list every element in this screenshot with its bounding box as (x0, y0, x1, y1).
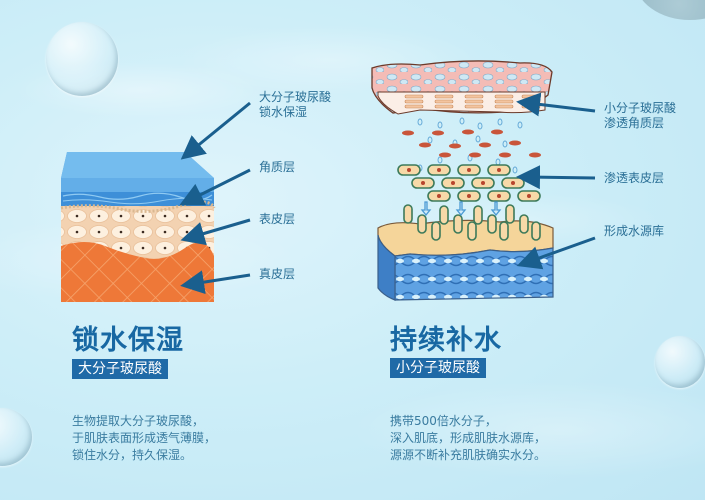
callout-water-reservoir: 形成水源库 (604, 224, 665, 238)
callout-large-ha-lock: 大分子玻尿酸 锁水保湿 (259, 90, 331, 120)
red-cell-particles (402, 129, 541, 158)
callout-line: 锁水保湿 (259, 105, 308, 119)
moisture-lock-skin-block (60, 152, 216, 302)
description-line: 携带500倍水分子， (390, 414, 497, 428)
bubble-decoration (46, 22, 118, 96)
description-line: 深入肌底，形成肌肤水源库， (390, 431, 547, 445)
continuous-hydration-description: 携带500倍水分子， 深入肌底，形成肌肤水源库， 源源不断补充肌肤确实水分。 (390, 413, 546, 464)
hyaluronic-molecules (417, 117, 523, 174)
callout-line: 小分子玻尿酸 (604, 101, 677, 115)
description-line: 源源不断补充肌肤确实水分。 (390, 448, 547, 462)
moisture-lock-description: 生物提取大分子玻尿酸， 于肌肤表面形成透气薄膜， 锁住水分，持久保湿。 (72, 413, 216, 464)
callout-stratum-corneum: 角质层 (259, 160, 296, 174)
callout-dermis: 真皮层 (259, 267, 296, 281)
description-line: 生物提取大分子玻尿酸， (72, 414, 205, 428)
bubble-decoration (655, 336, 705, 388)
moisture-lock-title: 锁水保湿 (72, 325, 184, 356)
callout-small-ha-penetrate: 小分子玻尿酸 渗透角质层 (604, 101, 676, 131)
description-line: 于肌肤表面形成透气薄膜， (72, 431, 217, 445)
stratum-corneum-slab (371, 60, 553, 115)
callout-epidermis: 表皮层 (259, 212, 296, 226)
callout-line: 渗透角质层 (604, 116, 665, 130)
small-ha-badge: 小分子玻尿酸 (390, 358, 486, 378)
continuous-hydration-title: 持续补水 (390, 325, 502, 356)
callout-line: 大分子玻尿酸 (259, 90, 332, 104)
description-line: 锁住水分，持久保湿。 (72, 448, 193, 462)
large-ha-badge: 大分子玻尿酸 (72, 359, 168, 379)
callout-penetrate-epidermis: 渗透表皮层 (604, 171, 665, 185)
water-reservoir-block (377, 219, 554, 301)
